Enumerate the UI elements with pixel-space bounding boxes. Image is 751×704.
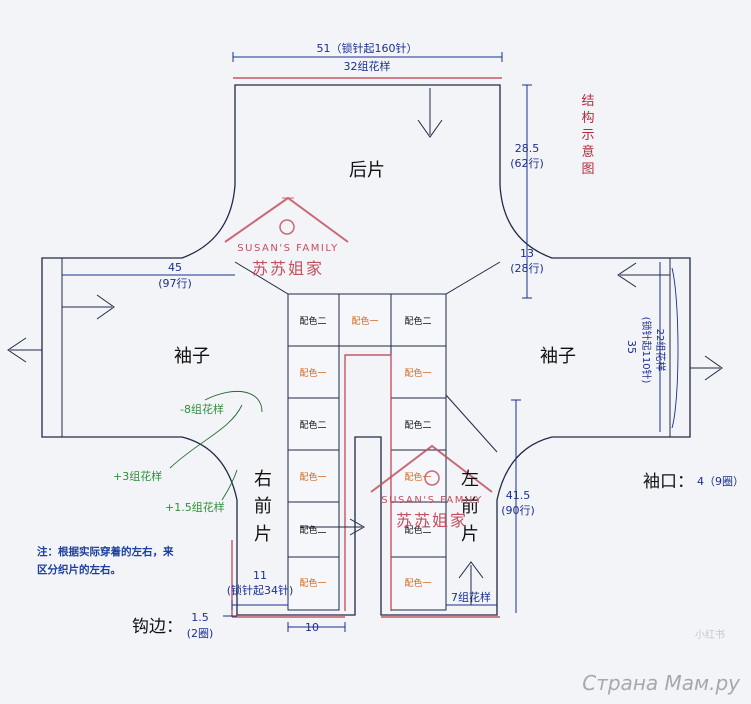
armhole-value: 13 [520,247,534,260]
right-sleeve-divider [445,294,498,453]
back-piece-label: 后片 [349,160,385,181]
front-height-rows: (90行) [501,504,535,517]
shaping-plus3: +3组花样 [113,469,162,483]
watermark-brand-en-top: SUSAN'S FAMILY [237,243,338,254]
sleeve-length-value: 45 [168,261,182,274]
cell-l2-label: 配色一 [299,367,326,379]
cell-m1-label: 配色一 [351,315,378,327]
border-rounds: (2圈) [187,627,214,640]
watermark-logo-top [224,196,349,243]
cell-r1 [390,293,447,347]
left-front-char-2: 前 [461,496,479,517]
left-front-char-3: 片 [461,524,479,545]
cell-l4-label: 配色一 [299,471,326,483]
watermark-brand-cn-top: 苏苏姐家 [252,259,324,278]
right-front-width-chain: (锁针起34针) [227,583,294,597]
left-sleeve-label: 袖子 [174,346,210,367]
sleeve-width-groups: 22组花样 [654,329,667,372]
cell-r3-label: 配色二 [404,419,431,431]
shaping-callout-minus8 [204,390,263,413]
cell-r2 [390,345,447,399]
cuff-value: 4（9圈） [697,475,744,488]
cell-l4 [287,449,340,503]
structure-char-5: 图 [581,162,594,177]
left-front-groups: 7组花样 [451,590,491,604]
arrow-sleeve-right-in-icon [617,262,670,288]
right-front-width-value: 11 [253,569,267,582]
cell-r3 [390,397,447,451]
color-block-grid: 配色二 配色一 配色二 配色一 配色二 配色一 配色一 配色二 配色一 配色二 … [287,293,447,611]
arrow-sleeve-left-in-icon [62,294,115,320]
border-center-opening [344,354,392,611]
watermark-brand-en-bottom: SUSAN'S FAMILY [381,495,482,506]
arrow-sleeve-right-out-icon [690,355,723,381]
cell-l1 [287,293,340,347]
note-line-2: 区分织片的左右。 [37,563,121,576]
shaping-callout-plus3 [169,404,243,469]
sleeve-width-value: 35 [625,340,638,354]
arrow-left-front-up-icon [458,561,484,605]
border-value: 1.5 [191,611,209,624]
right-front-char-2: 前 [254,496,272,517]
cell-r5-label: 配色二 [404,524,431,536]
sleeve-length-rows: (97行) [158,277,192,290]
cell-l3 [287,397,340,451]
back-width-label: 51（锁针起160针） [317,41,418,55]
cell-l5-label: 配色二 [299,524,326,536]
watermark-site: Страна Мам.ру [582,671,741,695]
cell-r2-label: 配色一 [404,367,431,379]
border-label: 钩边： [132,617,183,637]
structure-char-2: 构 [581,111,594,126]
watermark-logo-bottom [370,444,493,493]
cell-m1 [338,293,392,347]
cell-r6-label: 配色一 [404,577,431,589]
arrow-sleeve-left-out-icon [7,337,42,363]
front-height-value: 41.5 [506,489,531,502]
sleeve-width-callout [671,267,679,429]
garment-outline [41,84,691,616]
cell-l6-label: 配色一 [299,577,326,589]
note-line-1: 注：根据实际穿着的左右，来 [37,545,174,558]
shaping-callout-plus15 [221,469,238,501]
watermark-brand-cn-bottom: 苏苏姐家 [396,511,468,530]
left-front-char-1: 左 [461,469,479,490]
arrow-back-down-icon [417,88,443,138]
cell-l3-label: 配色二 [299,419,326,431]
right-front-char-1: 右 [254,469,272,490]
shaping-minus8: -8组花样 [180,402,224,416]
right-front-char-3: 片 [254,524,272,545]
cuff-label: 袖口： [643,472,694,492]
back-height-value: 28.5 [515,142,540,155]
cell-r1-label: 配色二 [404,315,431,327]
shaping-plus15: +1.5组花样 [165,500,225,514]
back-height-rows: (62行) [510,157,544,170]
cell-l5 [287,501,340,558]
structure-char-1: 结 [581,94,594,109]
right-sleeve-label: 袖子 [540,346,576,367]
cell-l1-label: 配色二 [299,315,326,327]
arrow-right-front-icon [300,518,366,536]
cell-l6 [287,556,340,611]
back-width-groups: 32组花样 [344,59,391,73]
watermark-xhs: 小红书 [695,628,725,641]
structure-char-3: 示 [581,128,594,143]
armhole-rows: (28行) [510,262,544,275]
cell-r4 [390,449,447,503]
sleeve-width-chain: (锁针起110针) [640,317,653,384]
cell-r5 [390,501,447,558]
structure-char-4: 意 [581,144,594,160]
bottom-gap-value: 10 [305,621,319,634]
